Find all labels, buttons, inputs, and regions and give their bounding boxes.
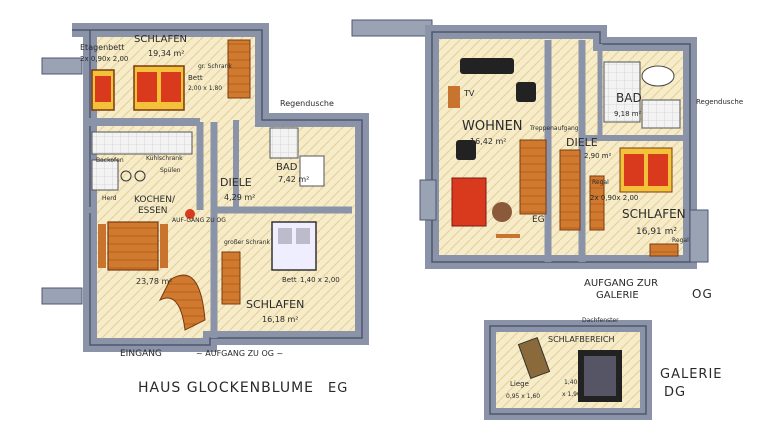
dg-bett-size2: x 1,90 [562,391,581,398]
og-regal1: Regal [592,179,609,186]
og-schlafen-label: SCHLAFEN [622,207,686,221]
dg-level: DG [664,385,686,400]
eg-diele-area: 4,29 m² [224,193,255,202]
eg-spuelen: Spülen [160,167,181,174]
eg-kochen-label1: KOCHEN/ [134,195,176,205]
eg-bett1-label: Bett [188,74,203,82]
eg-etagenbett-size: 2x 0,90x 2,00 [80,55,128,63]
og-wohnen-area: 16,42 m² [470,137,506,146]
eg-aufgang-og: ~ AUFGANG ZU OG ~ [196,349,283,358]
dg-bett-size1: 1,40 [564,379,578,386]
eg-aufgang: AUF-GANG ZU OG [172,217,226,224]
og-eg-arrow: EG [532,215,545,225]
dg-schlafbereich: SCHLAFBEREICH [548,335,615,344]
eg-herd: Herd [102,195,117,202]
og-wohnen-label: WOHNEN [462,119,523,134]
og-plan: TV WOHNEN 16,42 m² Treppenaufgang DIELE … [351,19,743,301]
og-bad-area: 9,18 m² [614,110,642,118]
eg-etagenbett-label: Etagenbett [80,43,124,52]
eg-regendusche: Regendusche [280,99,334,108]
eg-schlafen1-label: SCHLAFEN [134,34,187,45]
eg-diele-label: DIELE [220,176,252,189]
og-regendusche: Regendusche [696,98,743,106]
og-bett-size: 2x 0,90x 2,00 [590,194,638,202]
og-diele-label: DIELE [566,136,598,149]
eg-backofen: Backofen [96,157,124,164]
eg-gr-schrank: gr. Schrank [198,63,232,70]
eg-level: EG [328,381,348,396]
og-aufgang-galerie-2: GALERIE [596,290,639,301]
dg-liege-size: 0,95 x 1,60 [506,393,540,400]
eg-bett1-size: 2,00 x 1,80 [188,85,222,92]
eg-bett2-label: Bett [282,276,297,284]
dg-dachfenster: Dachfenster [582,317,619,324]
eg-bett2-size: 1,40 x 2,00 [300,276,340,284]
eg-title: HAUS GLOCKENBLUME [138,380,314,396]
og-tv: TV [463,89,475,98]
eg-kuehlschrank: Kühlschrank [146,155,183,162]
eg-kochen-area: 23,78 m² [136,277,172,286]
eg-bad-label: BAD [276,162,298,173]
eg-schlafen2-label: SCHLAFEN [246,298,304,311]
og-bad-label: BAD [616,91,642,105]
og-diele-area: 2,90 m² [584,152,612,160]
og-aufgang-galerie-1: AUFGANG ZUR [584,278,658,289]
dg-galerie: GALERIE [660,367,723,382]
eg-plan: Etagenbett 2x 0,90x 2,00 SCHLAFEN 19,34 … [41,23,369,396]
eg-grosser-schrank: großer Schrank [224,239,271,246]
eg-schlafen2-area: 16,18 m² [262,315,298,324]
eg-eingang: EINGANG [120,349,162,359]
og-level: OG [692,287,713,301]
eg-bad-area: 7,42 m² [278,175,309,184]
eg-kochen-label2: ESSEN [138,206,168,216]
og-regal2: Regal [672,237,689,244]
eg-schlafen1-area: 19,34 m² [148,49,184,58]
og-schlafen-area: 16,91 m² [636,227,677,237]
og-treppenaufgang: Treppenaufgang [529,125,579,132]
dg-plan: Dachfenster SCHLAFBEREICH Liege 0,95 x 1… [484,317,723,420]
dg-liege-label: Liege [510,380,529,388]
